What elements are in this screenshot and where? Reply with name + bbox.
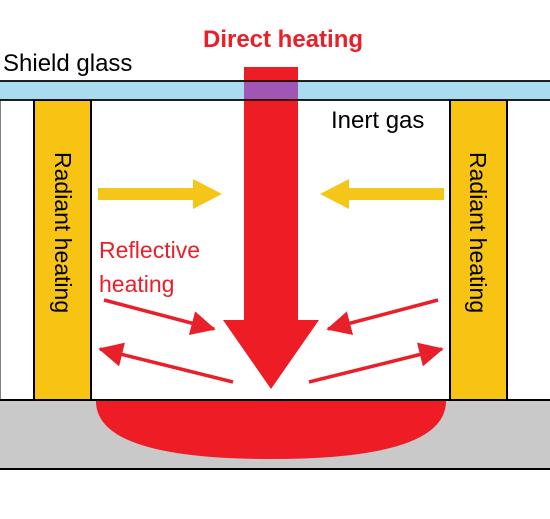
reflective-heating-line2: heating	[99, 271, 175, 297]
beam-glass-overlap	[244, 82, 298, 99]
radiant-heating-label-right: Radiant heating	[465, 152, 491, 314]
inert-gas-label: Inert gas	[331, 107, 425, 134]
direct-heating-label: Direct heating	[202, 26, 364, 53]
radiant-heating-label-left: Radiant heating	[50, 152, 76, 314]
left-heater	[33, 99, 92, 401]
direct-heating-arrow	[223, 67, 319, 389]
radiant-arrow-left	[98, 179, 222, 209]
reflect-arrow-out-right	[308, 342, 444, 384]
radiant-arrow-right	[320, 179, 444, 209]
melt-pool	[96, 401, 446, 459]
reflect-arrow-out-left	[98, 342, 234, 384]
reflect-arrow-in-right	[326, 298, 439, 336]
reflect-arrow-in-left	[103, 298, 216, 336]
reflective-heating-label: Reflective heating	[99, 233, 200, 301]
reflective-heating-line1: Reflective	[99, 237, 200, 263]
shield-glass-label: Shield glass	[3, 50, 133, 77]
